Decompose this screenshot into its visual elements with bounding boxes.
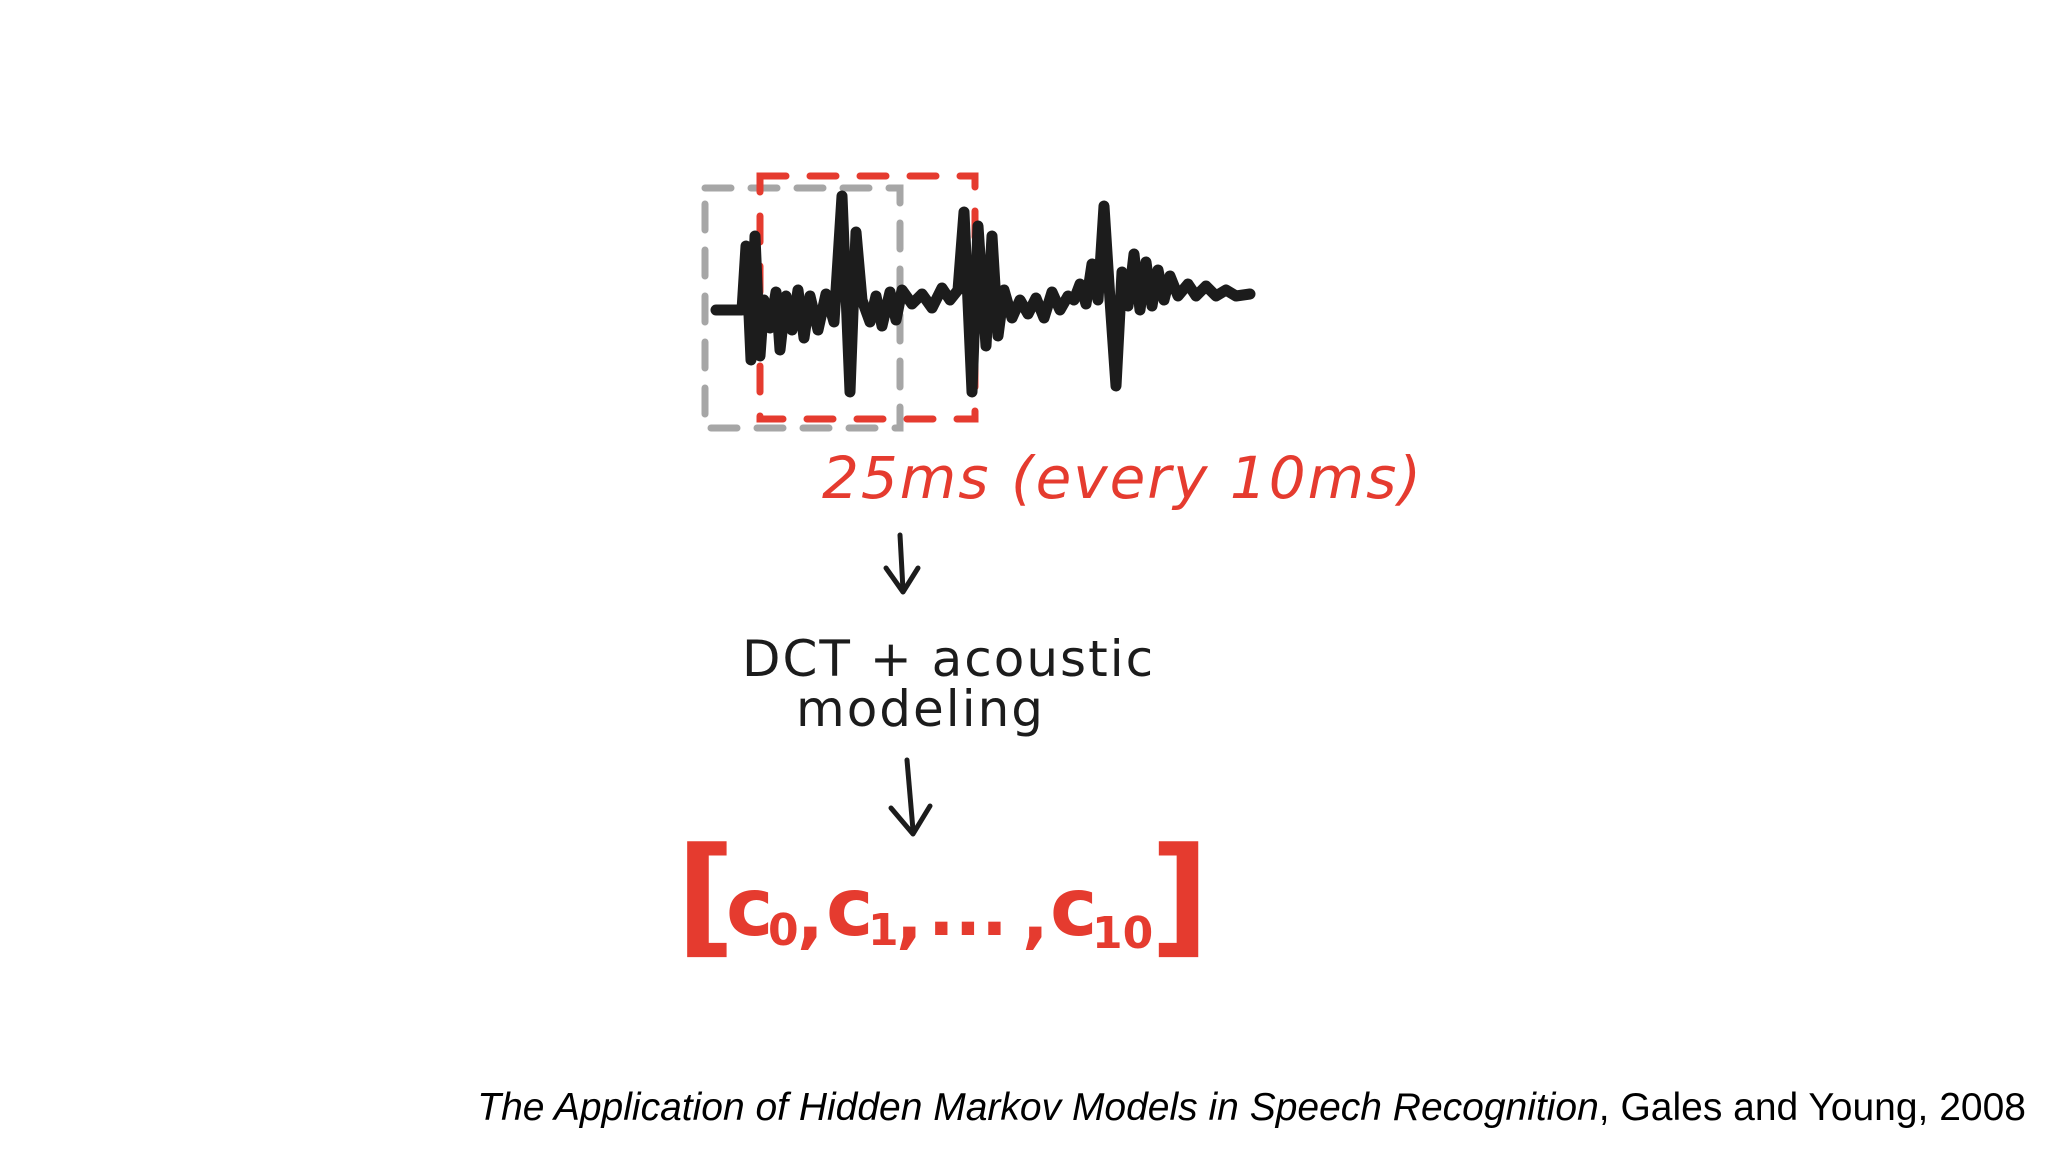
citation-authors: , Gales and Young, 2008	[1598, 1086, 2026, 1129]
process-label-line1: DCT + acoustic	[742, 630, 1155, 688]
vector-close-bracket: ]	[1150, 819, 1209, 971]
coef-c1-sub: 1	[868, 905, 899, 956]
frame-window-gray	[701, 184, 904, 432]
frame-window-red	[756, 172, 979, 423]
coef-c1-letter: c	[826, 861, 873, 954]
comma-3: ,	[1022, 875, 1049, 957]
output-vector: [ c 0 , c 1 , ... , c 10 ]	[676, 819, 1209, 971]
process-label-line2: modeling	[796, 680, 1045, 738]
coef-c10-sub: 10	[1092, 908, 1153, 959]
comma-2: ,	[896, 875, 923, 957]
arrow-down-icon	[883, 532, 921, 595]
citation: The Application of Hidden Markov Models …	[477, 1083, 2026, 1133]
comma-1: ,	[797, 875, 824, 957]
coef-c10-letter: c	[1050, 861, 1097, 954]
waveform	[710, 190, 1256, 398]
coef-c0-letter: c	[726, 861, 773, 954]
vector-open-bracket: [	[676, 819, 735, 971]
ellipsis: ...	[928, 870, 1008, 952]
frame-length-label: 25ms (every 10ms)	[822, 444, 1423, 512]
coef-c0-sub: 0	[768, 905, 799, 956]
citation-title: The Application of Hidden Markov Models …	[477, 1086, 1599, 1129]
arrow-down-icon	[888, 757, 933, 837]
